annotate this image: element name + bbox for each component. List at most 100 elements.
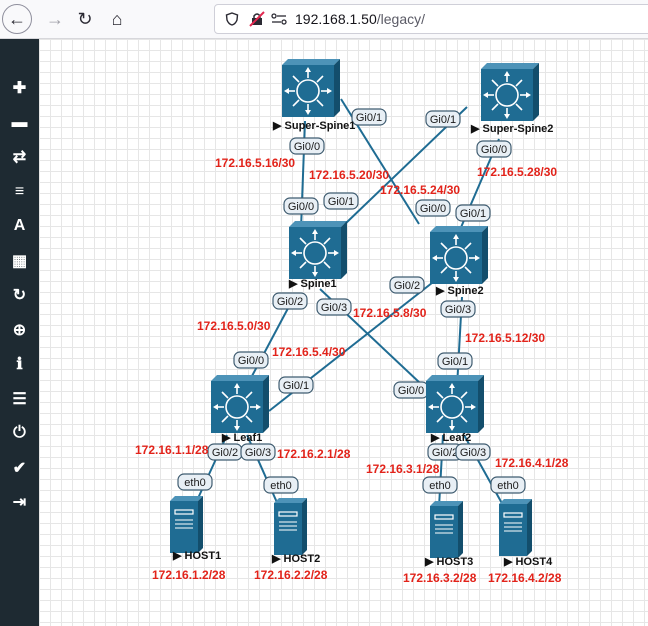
leaf2-switch[interactable] [425, 374, 485, 434]
lan2-gateway: 172.16.2.1/28 [277, 447, 351, 461]
subnet-5-4: 172.16.5.4/30 [272, 345, 346, 359]
check-icon[interactable]: ✔ [12, 459, 27, 477]
lf1-gi02-label[interactable]: Gi0/2 [207, 443, 243, 461]
host3-name[interactable]: ▶ HOST3 [424, 556, 473, 568]
lan3-gateway: 172.16.3.1/28 [366, 462, 440, 476]
sp1-gi01-label[interactable]: Gi0/1 [323, 192, 359, 210]
super-spine2-switch[interactable] [480, 62, 540, 122]
shield-icon[interactable] [225, 12, 239, 26]
nodes-icon[interactable]: ▬ [11, 113, 28, 131]
host2-server[interactable] [273, 497, 308, 556]
networks-icon[interactable]: ⇄ [12, 149, 27, 166]
sp2-gi00-label-text: Gi0/0 [420, 203, 446, 215]
sp1-gi01-label-text: Gi0/1 [328, 196, 354, 208]
add-icon[interactable]: ✚ [12, 80, 27, 97]
subnet-5-12: 172.16.5.12/30 [465, 331, 545, 345]
spine1-name[interactable]: ▶ Spine1 [288, 278, 337, 290]
leaf1-switch[interactable] [210, 374, 270, 434]
sp2-gi01-label[interactable]: Gi0/1 [455, 204, 491, 222]
ss2-gi00-label[interactable]: Gi0/0 [476, 140, 512, 158]
forward-arrow-icon[interactable]: → [46, 8, 64, 29]
host3-ip: 172.16.3.2/28 [403, 571, 477, 585]
lf2-gi03-label[interactable]: Gi0/3 [455, 443, 491, 461]
sidebar: ✚ ▬ ⇄ ≡ A ▦ ↻ ⊕ ℹ ☰ ⏻ ✔ ⇥ [0, 39, 39, 626]
h4-eth0-label[interactable]: eth0 [490, 476, 526, 494]
spine1-switch[interactable] [288, 220, 348, 280]
h2-eth0-label-text: eth0 [270, 480, 291, 492]
lf1-gi00-label[interactable]: Gi0/0 [233, 351, 269, 369]
url-path: /legacy/ [376, 11, 425, 27]
lf2-gi01-label-text: Gi0/1 [442, 356, 468, 368]
subnet-5-16: 172.16.5.16/30 [215, 156, 295, 170]
sp2-gi03-label-text: Gi0/3 [445, 304, 471, 316]
host4-name[interactable]: ▶ HOST4 [503, 556, 553, 568]
sp2-gi03-label[interactable]: Gi0/3 [440, 300, 476, 318]
sp1-gi03-label[interactable]: Gi0/3 [316, 298, 352, 316]
subnet-5-0: 172.16.5.0/30 [197, 319, 271, 333]
spine2-switch[interactable] [429, 225, 489, 285]
lf1-gi01-label[interactable]: Gi0/1 [278, 376, 314, 394]
sp1-gi02-label-text: Gi0/2 [277, 296, 303, 308]
host1-server[interactable] [169, 495, 204, 554]
leaf2-name[interactable]: ▶ Leaf2 [430, 432, 471, 444]
startup-config-icon[interactable]: ≡ [14, 182, 25, 200]
spine2-name[interactable]: ▶ Spine2 [435, 285, 484, 297]
lf1-gi03-label[interactable]: Gi0/3 [240, 443, 276, 461]
h1-eth0-label-text: eth0 [184, 477, 205, 489]
refresh-icon[interactable]: ↻ [12, 287, 27, 304]
lf2-gi02-label[interactable]: Gi0/2 [427, 443, 463, 461]
zoom-icon[interactable]: ⊕ [12, 321, 27, 339]
ss2-gi01-label[interactable]: Gi0/1 [425, 110, 461, 128]
subnet-5-28: 172.16.5.28/30 [477, 165, 557, 179]
reload-icon[interactable]: ↻ [77, 8, 93, 29]
leaf1-name[interactable]: ▶ Leaf1 [221, 432, 262, 444]
permissions-icon[interactable] [271, 13, 287, 25]
lan1-gateway: 172.16.1.1/28 [135, 443, 209, 457]
subnet-5-8: 172.16.5.8/30 [353, 306, 427, 320]
list-icon[interactable]: ☰ [12, 390, 27, 408]
super-spine2-name[interactable]: ▶ Super-Spine2 [470, 123, 553, 135]
info-icon[interactable]: ℹ [16, 356, 23, 373]
host3-server[interactable] [429, 500, 464, 559]
grid-icon[interactable]: ▦ [11, 252, 28, 270]
ss1-gi00-label-text: Gi0/0 [294, 141, 320, 153]
ss2-gi01-label-text: Gi0/1 [430, 114, 456, 126]
lf2-gi02-label-text: Gi0/2 [432, 447, 458, 459]
text-icon[interactable]: A [13, 217, 26, 234]
lan4-gateway: 172.16.4.1/28 [495, 456, 569, 470]
url-bar[interactable]: 192.168.1.50/legacy/ [214, 4, 648, 34]
ss1-gi01-label[interactable]: Gi0/1 [351, 108, 387, 126]
lf2-gi01-label[interactable]: Gi0/1 [437, 352, 473, 370]
host2-name[interactable]: ▶ HOST2 [271, 553, 320, 565]
sp2-gi02-label-text: Gi0/2 [394, 280, 420, 292]
lf2-gi03-label-text: Gi0/3 [460, 447, 486, 459]
back-arrow-icon[interactable]: ← [2, 4, 32, 34]
subnet-5-20: 172.16.5.20/30 [309, 168, 389, 182]
power-icon[interactable]: ⏻ [13, 424, 26, 441]
h1-eth0-label[interactable]: eth0 [177, 473, 213, 491]
insecure-lock-icon[interactable] [249, 11, 265, 27]
h2-eth0-label[interactable]: eth0 [263, 476, 299, 494]
host1-ip: 172.16.1.2/28 [152, 568, 226, 582]
super-spine1-switch[interactable] [281, 58, 341, 118]
lf2-gi00-label[interactable]: Gi0/0 [393, 381, 429, 399]
super-spine1-name[interactable]: ▶ Super-Spine1 [272, 120, 355, 132]
lf2-gi00-label-text: Gi0/0 [398, 385, 424, 397]
sp2-gi01-label-text: Gi0/1 [460, 208, 486, 220]
ss1-gi00-label[interactable]: Gi0/0 [289, 137, 325, 155]
host1-name[interactable]: ▶ HOST1 [172, 550, 221, 562]
logout-icon[interactable]: ⇥ [12, 494, 27, 511]
h3-eth0-label[interactable]: eth0 [422, 476, 458, 494]
sp1-gi00-label[interactable]: Gi0/0 [283, 197, 319, 215]
sp2-gi00-label[interactable]: Gi0/0 [415, 199, 451, 217]
ss1-gi01-label-text: Gi0/1 [356, 112, 382, 124]
sp2-gi02-label[interactable]: Gi0/2 [389, 276, 425, 294]
sp1-gi02-label[interactable]: Gi0/2 [272, 292, 308, 310]
home-icon[interactable]: ⌂ [111, 8, 123, 29]
url-host: 192.168.1.50 [295, 11, 377, 27]
host4-ip: 172.16.4.2/28 [488, 571, 562, 585]
host4-server[interactable] [498, 498, 533, 557]
lf1-gi00-label-text: Gi0/0 [238, 355, 264, 367]
